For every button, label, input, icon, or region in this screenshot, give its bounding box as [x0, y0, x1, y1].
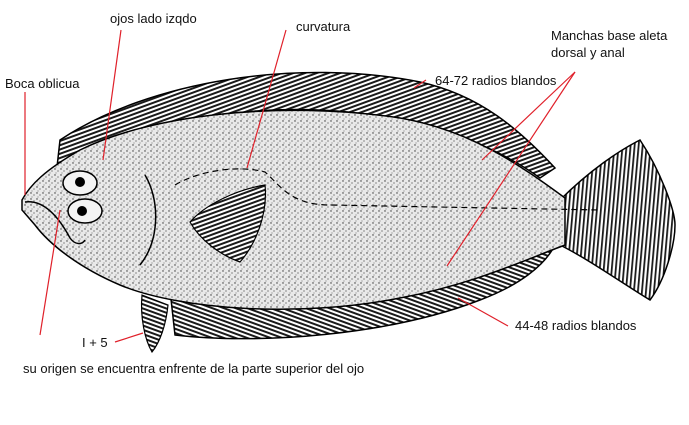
label-pelvic: I + 5 — [82, 335, 108, 350]
fish-body — [21, 109, 566, 310]
mouth — [24, 201, 86, 245]
label-dorsal-rays: 64-72 radios blandos — [435, 73, 557, 88]
label-anal-rays: 44-48 radios blandos — [515, 318, 637, 333]
label-mouth: Boca oblicua — [5, 76, 80, 91]
pelvic-fin — [140, 294, 169, 354]
caudal-fin — [559, 139, 676, 301]
annotation-lines — [24, 29, 576, 343]
lateral-line — [174, 168, 601, 211]
gill-cover — [139, 174, 157, 266]
pectoral-fin — [189, 184, 267, 263]
label-spots: Manchas base aleta — [551, 28, 668, 43]
label-spots-line2: dorsal y anal — [551, 45, 625, 60]
label-eyes: ojos lado izqdo — [110, 11, 197, 26]
label-curvature: curvatura — [296, 19, 351, 34]
label-origin: su origen se encuentra enfrente de la pa… — [23, 361, 365, 376]
